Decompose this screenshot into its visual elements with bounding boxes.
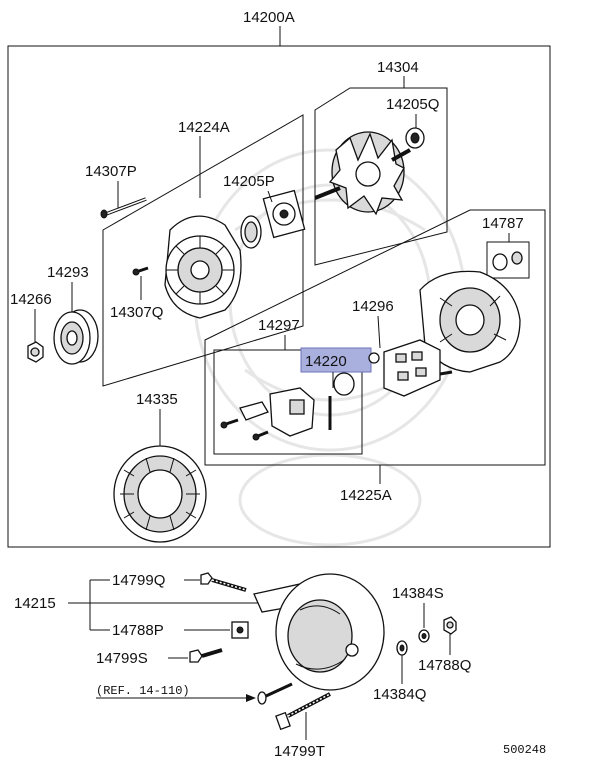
part-reference-bolt[interactable] bbox=[257, 682, 293, 705]
label-14220[interactable]: 14220 bbox=[305, 353, 347, 370]
label-14205P[interactable]: 14205P bbox=[223, 173, 275, 190]
reference-note: (REF. 14-110) bbox=[96, 684, 190, 698]
part-pulley[interactable] bbox=[53, 309, 99, 365]
part-front-frame[interactable] bbox=[164, 215, 242, 319]
part-regulator[interactable] bbox=[220, 352, 380, 441]
label-14335[interactable]: 14335 bbox=[136, 391, 178, 408]
part-washer-lower[interactable] bbox=[396, 640, 408, 656]
label-14307Q[interactable]: 14307Q bbox=[110, 304, 163, 321]
label-14296[interactable]: 14296 bbox=[352, 298, 394, 315]
label-14384S[interactable]: 14384S bbox=[392, 585, 444, 602]
label-14304[interactable]: 14304 bbox=[377, 59, 419, 76]
label-14787[interactable]: 14787 bbox=[482, 215, 524, 232]
part-bracket-nut[interactable] bbox=[231, 621, 249, 639]
regulator-subgroup bbox=[213, 349, 363, 455]
part-stator[interactable] bbox=[113, 445, 207, 543]
label-14225A[interactable]: 14225A bbox=[340, 487, 392, 504]
diagram-code: 500248 bbox=[503, 743, 546, 757]
label-14799Q[interactable]: 14799Q bbox=[112, 572, 165, 589]
part-washer-upper[interactable] bbox=[418, 629, 430, 643]
part-bracket-bolt-upper[interactable] bbox=[200, 572, 247, 592]
highlight-14220 bbox=[300, 347, 372, 373]
part-rotor[interactable] bbox=[314, 131, 411, 216]
label-14205Q[interactable]: 14205Q bbox=[386, 96, 439, 113]
front-frame-subgroup bbox=[102, 114, 304, 387]
part-pulley-nut[interactable] bbox=[27, 341, 44, 363]
part-through-bolt[interactable] bbox=[275, 692, 331, 731]
label-14266[interactable]: 14266 bbox=[10, 291, 52, 308]
label-14293[interactable]: 14293 bbox=[47, 264, 89, 281]
label-14215[interactable]: 14215 bbox=[14, 595, 56, 612]
part-terminal-nut[interactable] bbox=[443, 616, 457, 635]
label-14297[interactable]: 14297 bbox=[258, 317, 300, 334]
part-frame-bolt-long[interactable] bbox=[100, 197, 147, 219]
part-rear-frame-bushing[interactable] bbox=[492, 251, 523, 271]
label-14788P[interactable]: 14788P bbox=[112, 622, 164, 639]
part-front-bearing[interactable] bbox=[240, 189, 306, 249]
part-bracket[interactable] bbox=[253, 573, 385, 691]
label-14384Q[interactable]: 14384Q bbox=[373, 686, 426, 703]
label-14224A[interactable]: 14224A bbox=[178, 119, 230, 136]
assembly-frame bbox=[7, 45, 551, 548]
label-14200A[interactable]: 14200A bbox=[243, 9, 295, 26]
part-frame-screw[interactable] bbox=[132, 266, 149, 276]
label-14307P[interactable]: 14307P bbox=[85, 163, 137, 180]
label-14788Q[interactable]: 14788Q bbox=[418, 657, 471, 674]
part-rotor-bearing[interactable] bbox=[405, 127, 425, 149]
label-14799T[interactable]: 14799T bbox=[274, 743, 325, 760]
label-14799S[interactable]: 14799S bbox=[96, 650, 148, 667]
rotor-subgroup bbox=[314, 87, 448, 266]
part-rear-frame[interactable] bbox=[419, 270, 521, 373]
rear-frame-subgroup bbox=[204, 209, 546, 466]
reference-arrow-icon bbox=[246, 694, 256, 702]
part-bracket-bolt-lower[interactable] bbox=[189, 648, 223, 663]
part-rectifier[interactable] bbox=[383, 339, 453, 397]
bushing-box bbox=[486, 241, 530, 279]
